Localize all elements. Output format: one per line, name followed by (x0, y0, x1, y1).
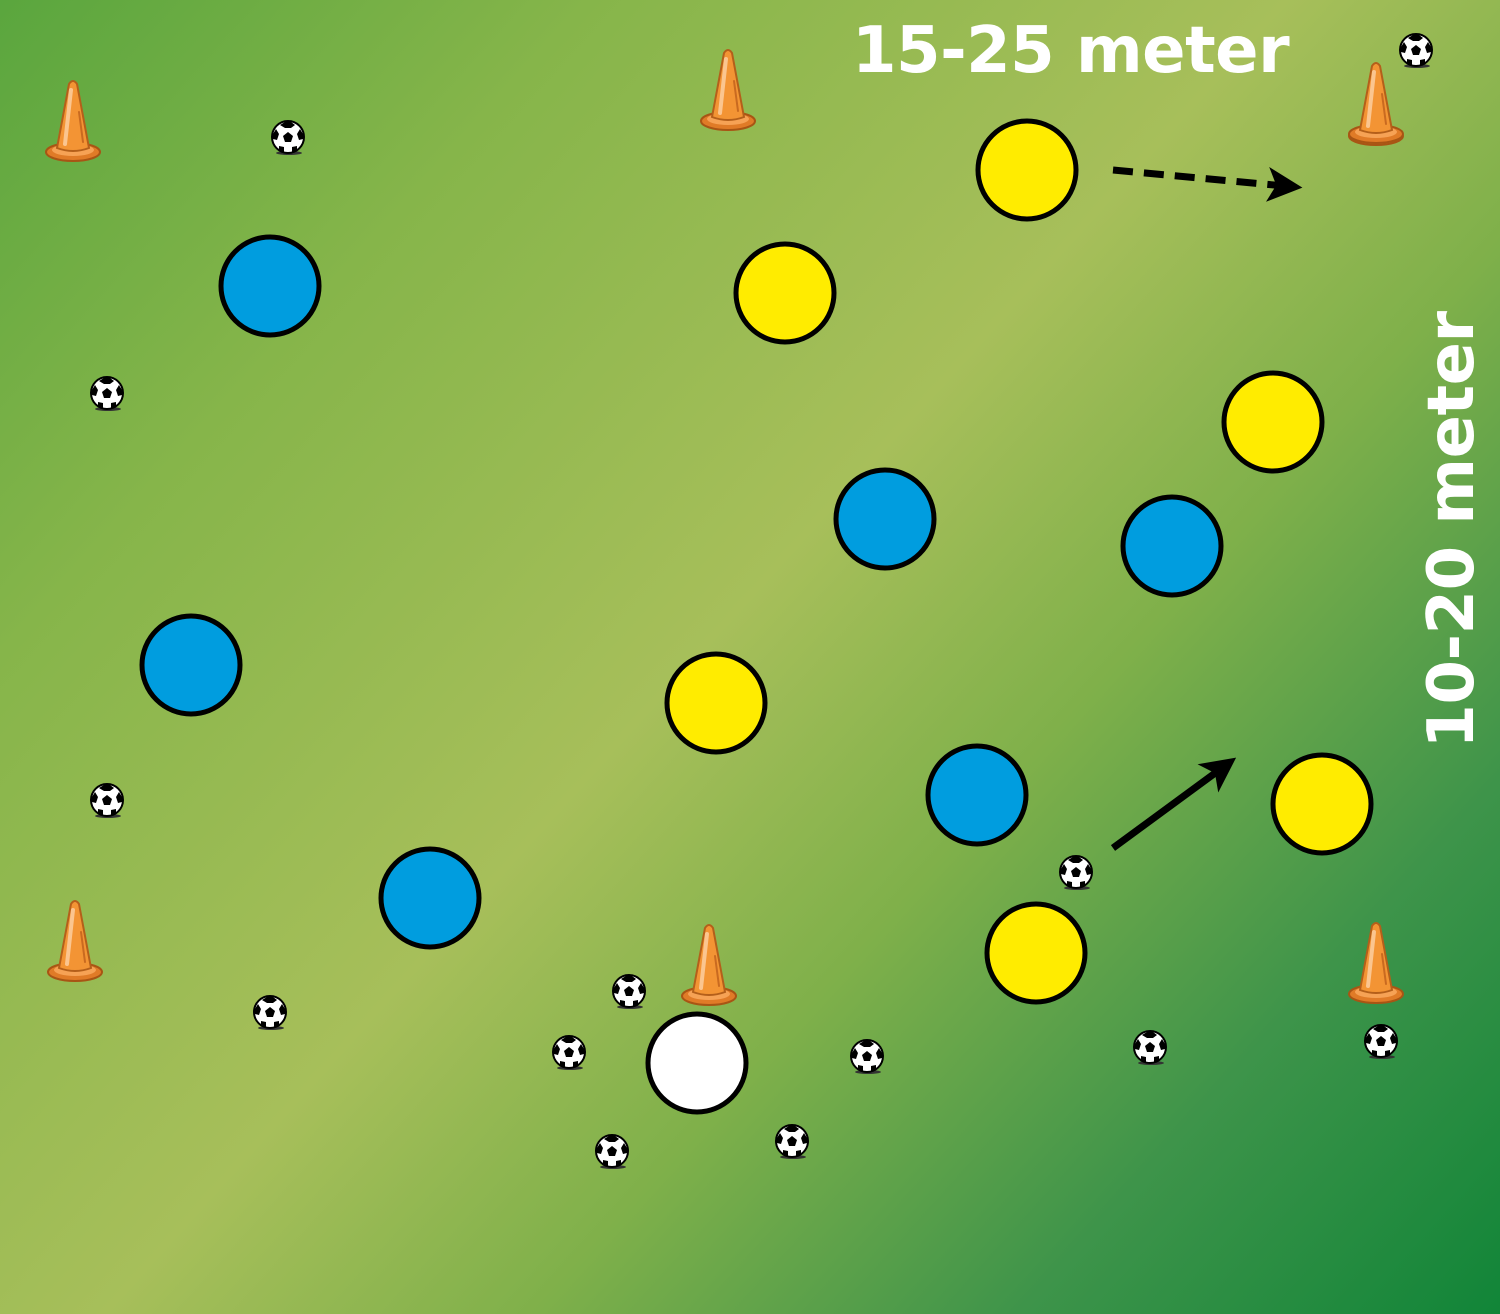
ball-icon (850, 1039, 884, 1075)
ball-icon (1059, 855, 1093, 891)
cone-icon (1347, 921, 1405, 1005)
ball-icon (90, 376, 124, 412)
blue-player (925, 743, 1029, 847)
ball-icon (90, 783, 124, 819)
solid-arrow-icon (1110, 757, 1237, 851)
players-layer (139, 118, 1374, 1115)
ball-icon (775, 1124, 809, 1160)
neutral-player (645, 1011, 749, 1115)
ball-icon (253, 995, 287, 1031)
cone-icon (46, 899, 104, 983)
cone-icon (1347, 61, 1405, 145)
ball-icon (595, 1134, 629, 1170)
yellow-player (1221, 370, 1325, 474)
blue-player (218, 234, 322, 338)
blue-player (139, 613, 243, 717)
dashed-arrow-icon (1112, 166, 1303, 202)
field-height-label: 10-20 meter (1415, 311, 1489, 749)
yellow-player (1270, 752, 1374, 856)
ball-icon (552, 1035, 586, 1071)
cone-icon (44, 79, 102, 163)
ball-icon (1133, 1030, 1167, 1066)
yellow-player (975, 118, 1079, 222)
yellow-player (664, 651, 768, 755)
blue-player (1120, 494, 1224, 598)
ball-icon (1364, 1024, 1398, 1060)
cone-icon (699, 48, 757, 132)
field-width-label: 15-25 meter (852, 14, 1290, 88)
blue-player (378, 846, 482, 950)
ball-icon (1399, 33, 1433, 69)
blue-player (833, 467, 937, 571)
balls-layer (90, 33, 1433, 1170)
cone-icon (680, 923, 738, 1007)
yellow-player (984, 901, 1088, 1005)
ball-icon (271, 120, 305, 156)
yellow-player (733, 241, 837, 345)
ball-icon (612, 974, 646, 1010)
